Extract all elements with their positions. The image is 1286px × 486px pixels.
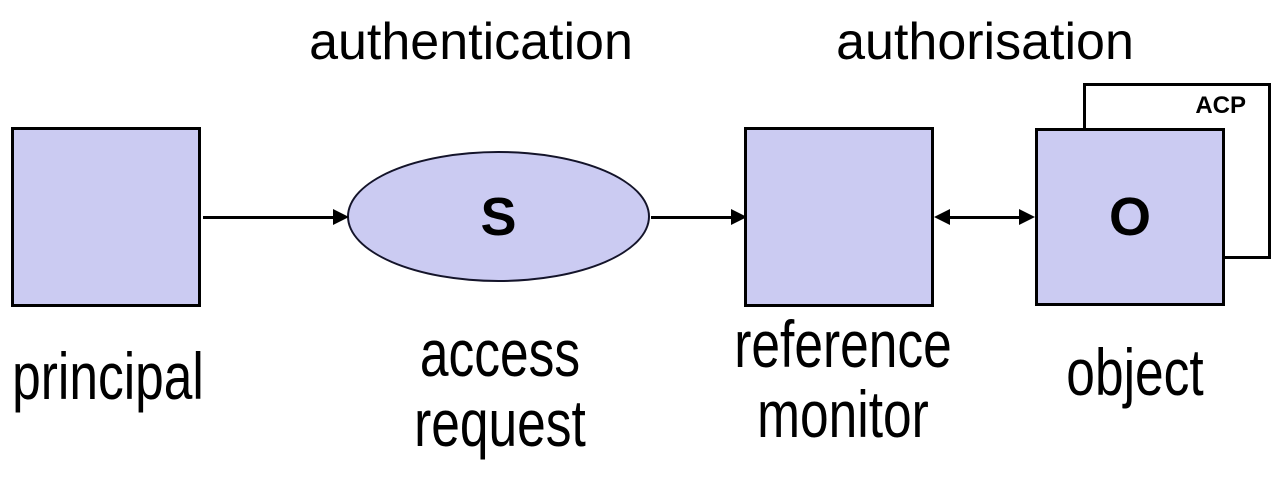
arrowhead-right-icon	[1019, 209, 1035, 225]
reference-monitor-box	[744, 127, 934, 307]
arrowhead-right-icon	[333, 209, 349, 225]
authorisation-label: authorisation	[836, 13, 1134, 71]
object-label: object	[1066, 335, 1204, 409]
access-request-label: access request	[344, 318, 656, 458]
arrow-line	[651, 216, 733, 219]
object-symbol: O	[1108, 187, 1151, 247]
access-request-label-line1: access	[419, 316, 581, 390]
principal-label: principal	[12, 339, 204, 413]
arrowhead-left-icon	[934, 209, 950, 225]
access-request-label-line2: request	[414, 386, 586, 460]
arrow-line	[203, 216, 335, 219]
reference-monitor-label-line2: monitor	[757, 377, 929, 451]
object-box: O	[1035, 128, 1225, 306]
arrow-line	[947, 216, 1023, 219]
principal-box	[11, 127, 201, 307]
reference-monitor-label-line1: reference	[734, 307, 952, 381]
arrowhead-right-icon	[731, 209, 747, 225]
reference-monitor-label: reference monitor	[687, 309, 999, 449]
access-request-ellipse: S	[347, 151, 650, 282]
acp-label: ACP	[1195, 92, 1246, 119]
subject-symbol: S	[480, 186, 517, 247]
authentication-label: authentication	[309, 13, 633, 71]
